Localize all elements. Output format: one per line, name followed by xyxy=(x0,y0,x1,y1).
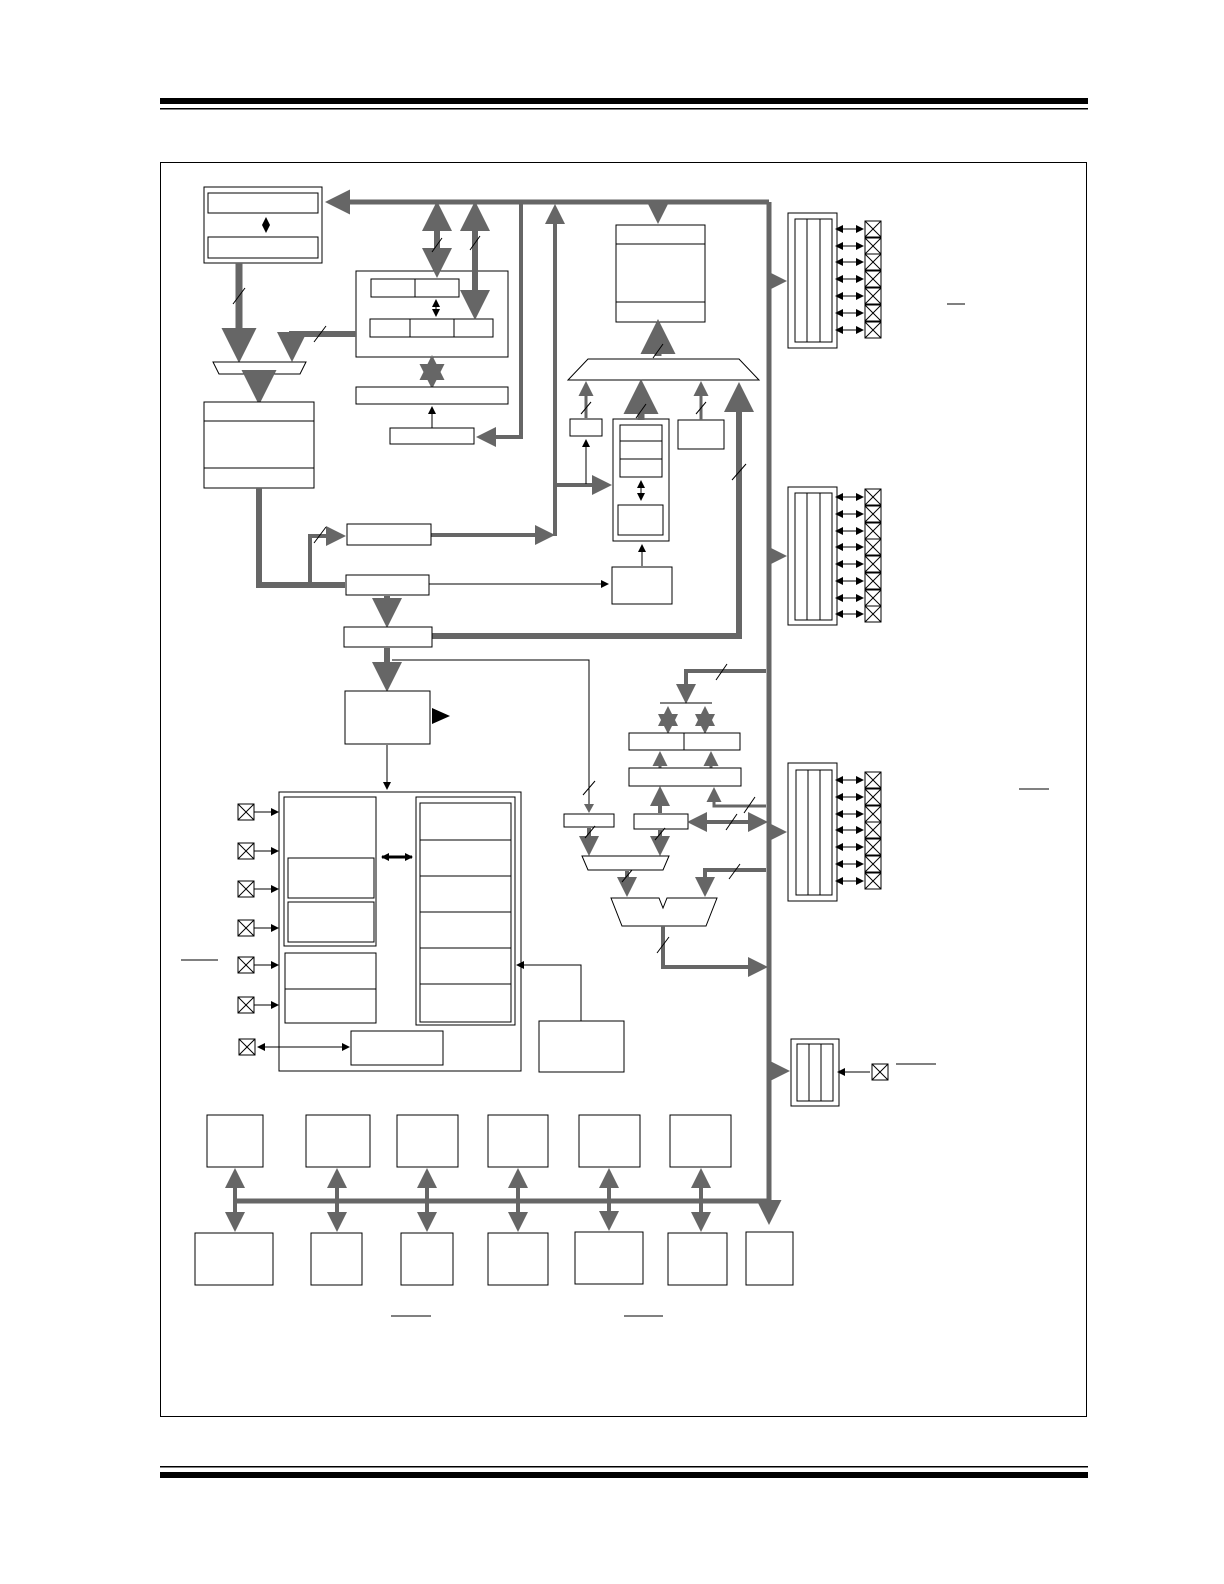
program-memory xyxy=(203,186,323,264)
timing-generation xyxy=(344,690,431,745)
port-a-pins xyxy=(835,220,882,339)
footer-rule xyxy=(160,1466,1088,1478)
multiplier xyxy=(628,767,742,787)
control-block xyxy=(278,791,522,1072)
port-c-pins xyxy=(835,771,882,890)
output-arrow-icon xyxy=(432,708,450,724)
instruction-mux xyxy=(212,361,307,375)
address-mux xyxy=(566,358,761,381)
fsr-registers xyxy=(612,418,670,542)
stack-block xyxy=(355,386,509,405)
port-b xyxy=(787,486,838,626)
port-b-pins xyxy=(835,488,882,623)
bit-op-box xyxy=(563,813,615,828)
bank-select-box xyxy=(569,418,603,437)
program-counter-stack xyxy=(355,270,509,358)
peripherals-bottom xyxy=(194,1231,794,1286)
figure-frame xyxy=(160,162,1087,1417)
decode-register xyxy=(345,574,430,596)
instruction-register xyxy=(203,401,315,489)
alu-input-mux xyxy=(581,855,670,871)
decode-box xyxy=(611,566,673,605)
alu xyxy=(610,897,718,927)
status-box xyxy=(677,419,725,450)
header-rule xyxy=(160,98,1088,110)
port-e xyxy=(790,1038,936,1107)
w-register xyxy=(633,813,689,830)
data-ram xyxy=(615,224,706,323)
reference-block xyxy=(538,1020,625,1073)
address-block xyxy=(389,427,475,445)
peripheral-links xyxy=(225,1168,711,1232)
port-c xyxy=(787,762,838,902)
instruction-decoder xyxy=(343,626,433,648)
literal-box xyxy=(346,523,432,546)
port-a xyxy=(787,212,838,349)
peripherals-top xyxy=(206,1114,732,1168)
data-bus xyxy=(325,189,790,1225)
control-pins xyxy=(237,803,350,1056)
